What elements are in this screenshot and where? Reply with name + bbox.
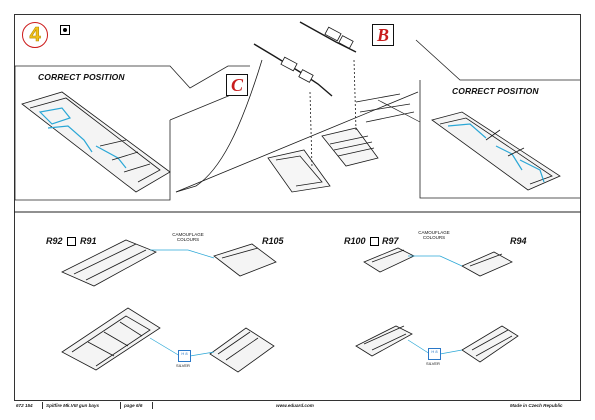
footer-url: www.eduard.com xyxy=(276,403,314,408)
photo-etch-icon xyxy=(370,237,379,246)
wing-assembly xyxy=(175,21,419,193)
right-inset-bay xyxy=(431,111,561,191)
footer-made-in: Made in Czech Republic xyxy=(510,403,563,408)
part-label-r91: R91 xyxy=(80,236,97,246)
part-label-r97: R97 xyxy=(382,236,399,246)
color-caption-right: SILVER xyxy=(426,361,440,366)
photo-etch-icon xyxy=(60,25,70,35)
footer-code: 672 154 xyxy=(16,403,33,408)
color-caption-left: SILVER xyxy=(176,363,190,368)
part-label-r100: R100 xyxy=(344,236,366,246)
color-chip-left: H 8 xyxy=(178,350,191,362)
step-number: 4 xyxy=(22,22,48,48)
page-frame xyxy=(14,14,581,401)
camouflage-note-right: CAMOUFLAGE COLOURS xyxy=(418,230,450,240)
footer-divider xyxy=(152,402,153,409)
color-chip-right: H 8 xyxy=(428,348,441,360)
footer-divider xyxy=(42,402,43,409)
footer-divider xyxy=(120,402,121,409)
photo-etch-icon xyxy=(67,237,76,246)
heading-correct-position-right: CORRECT POSITION xyxy=(452,86,539,96)
footer-title: Spitfire Mk.VIII gun bays xyxy=(46,403,100,408)
lower-left-parts xyxy=(61,239,277,373)
part-label-r92: R92 xyxy=(46,236,63,246)
part-label-r105: R105 xyxy=(262,236,284,246)
camouflage-note-left: CAMOUFLAGE COLOURS xyxy=(172,232,204,242)
callout-c: C xyxy=(226,74,248,96)
callout-b: B xyxy=(372,24,394,46)
footer-page: page 6/6 xyxy=(124,403,143,408)
part-label-r94: R94 xyxy=(510,236,527,246)
lower-right-parts xyxy=(355,247,519,363)
heading-correct-position-left: CORRECT POSITION xyxy=(38,72,125,82)
left-inset-bay xyxy=(21,91,171,193)
